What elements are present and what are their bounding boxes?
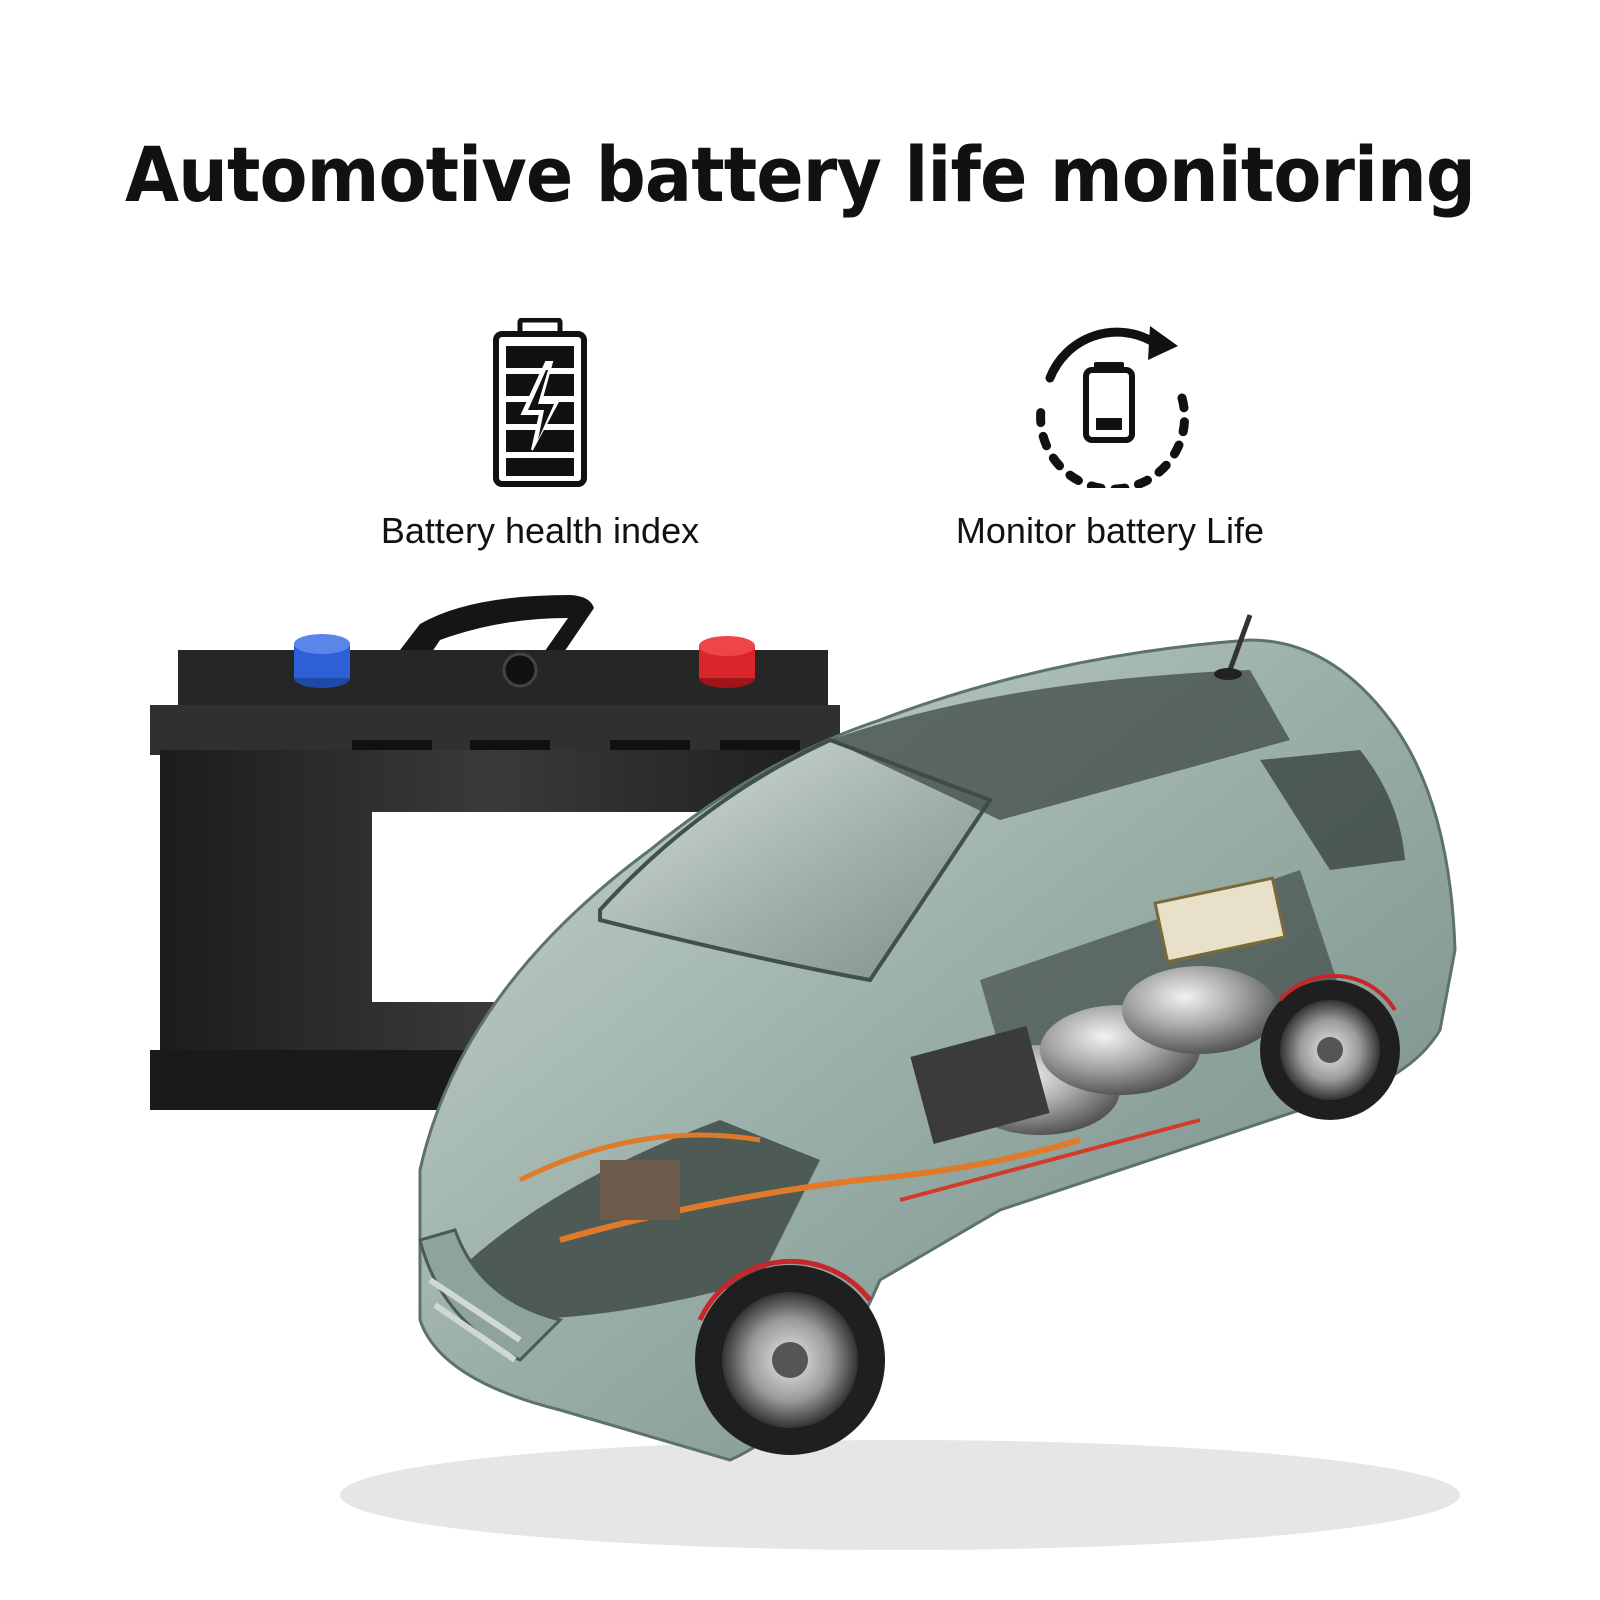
illustration: [150, 595, 1460, 1550]
feature-monitor-life: Monitor battery Life: [880, 318, 1340, 552]
feature-label-monitor-life: Monitor battery Life: [955, 510, 1265, 551]
page-title: Automotive battery life monitoring: [124, 130, 1476, 219]
feature-battery-health: Battery health index: [310, 318, 770, 552]
car-cutaway-image: [340, 614, 1460, 1550]
feature-label-battery-health: Battery health index: [380, 510, 700, 551]
battery-cycle-icon: [1036, 326, 1190, 488]
hydrogen-tanks: [960, 966, 1278, 1135]
battery-charging-icon: [493, 318, 587, 487]
